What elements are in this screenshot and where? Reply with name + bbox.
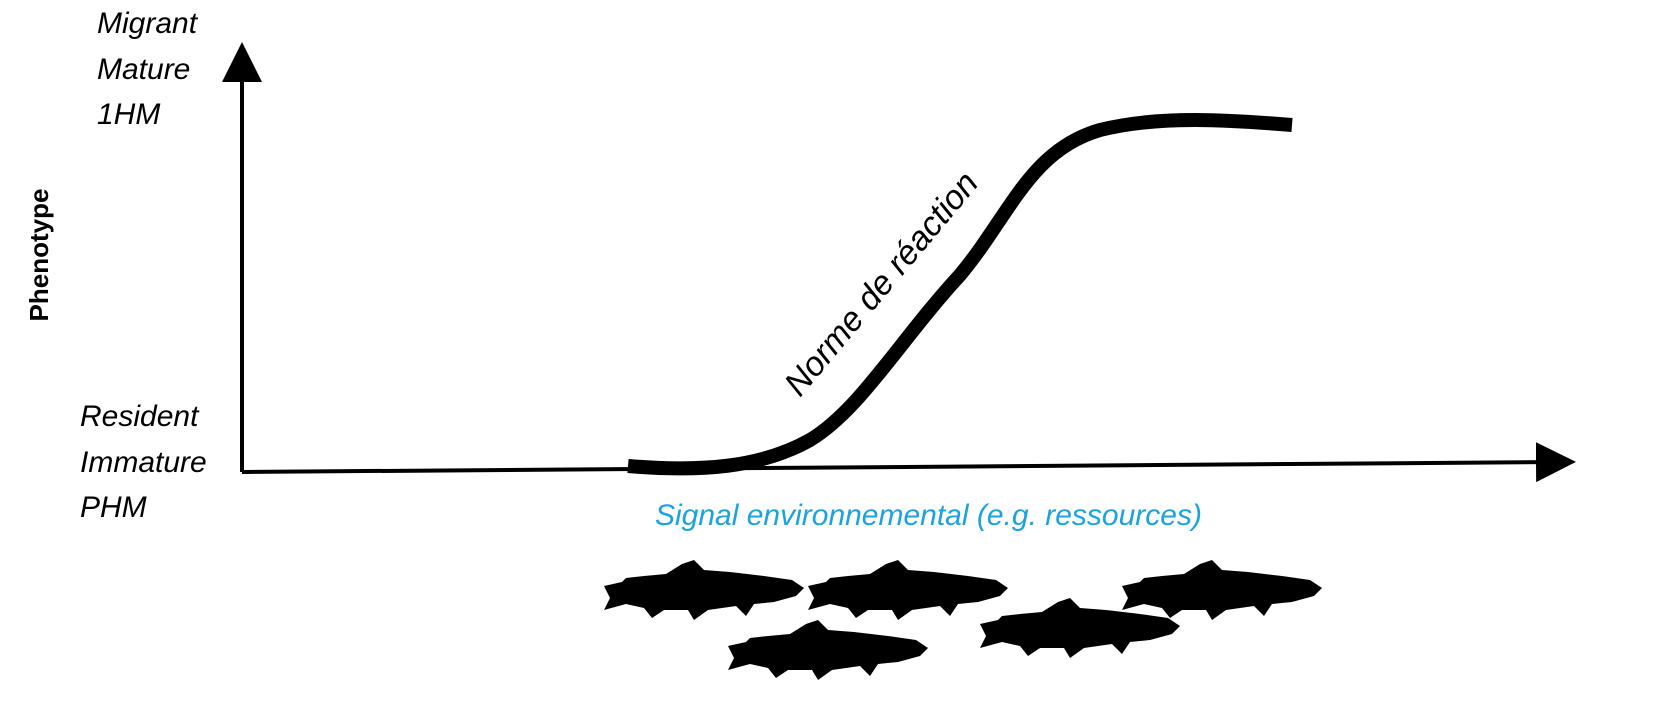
x-axis	[241, 442, 1576, 483]
fish-silhouette-icon	[980, 598, 1180, 658]
top-label-1hm: 1HM	[97, 98, 160, 131]
top-label-mature: Mature	[97, 53, 190, 86]
fish-silhouette-icon	[728, 620, 928, 680]
fish-school	[604, 560, 1322, 680]
fish-silhouette-icon	[604, 560, 804, 620]
fish-silhouette-icon	[1122, 560, 1322, 620]
bottom-label-resident: Resident	[80, 400, 200, 433]
fish-silhouette-icon	[808, 560, 1008, 620]
bottom-label-phm: PHM	[80, 491, 147, 524]
bottom-label-immature: Immature	[80, 446, 207, 479]
reaction-norm-curve	[627, 113, 1293, 476]
y-axis-title: Phenotype	[24, 189, 54, 322]
x-axis-label: Signal environnemental (e.g. ressources)	[655, 499, 1202, 532]
top-label-migrant: Migrant	[97, 7, 199, 40]
